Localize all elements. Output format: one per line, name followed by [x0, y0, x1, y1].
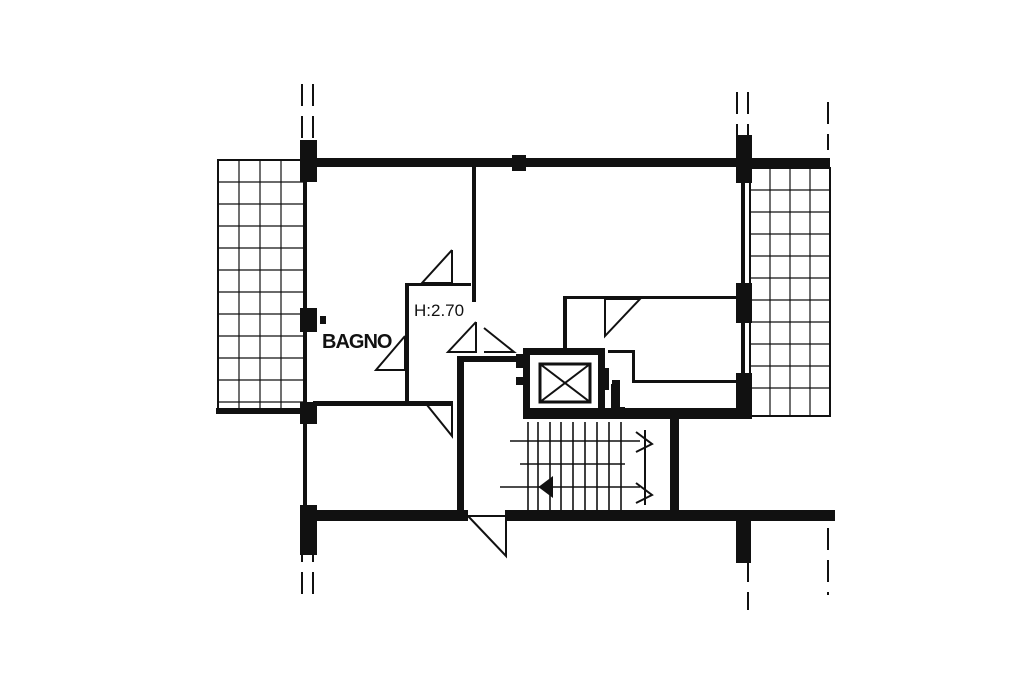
- ceiling-height-label: H:2.70: [414, 301, 464, 320]
- left-balcony: [216, 159, 306, 414]
- stair-direction-arrows: [538, 430, 654, 505]
- walls: [300, 135, 835, 563]
- door-swing-3: [426, 404, 453, 439]
- door-swing-8: [611, 384, 625, 409]
- entry-markers: [516, 354, 609, 390]
- elevator-shaft: [538, 362, 592, 404]
- door-swing-1: [419, 249, 453, 284]
- door-swing-2: [373, 335, 406, 371]
- right-balcony: [749, 167, 831, 417]
- door-swings: [373, 249, 643, 559]
- door-swing-5: [483, 327, 517, 353]
- door-swing-4: [445, 321, 477, 353]
- bathroom-label: BAGNO: [322, 331, 392, 353]
- staircase: [500, 422, 640, 510]
- door-swing-7: [604, 298, 643, 339]
- door-swing-6: [467, 515, 507, 559]
